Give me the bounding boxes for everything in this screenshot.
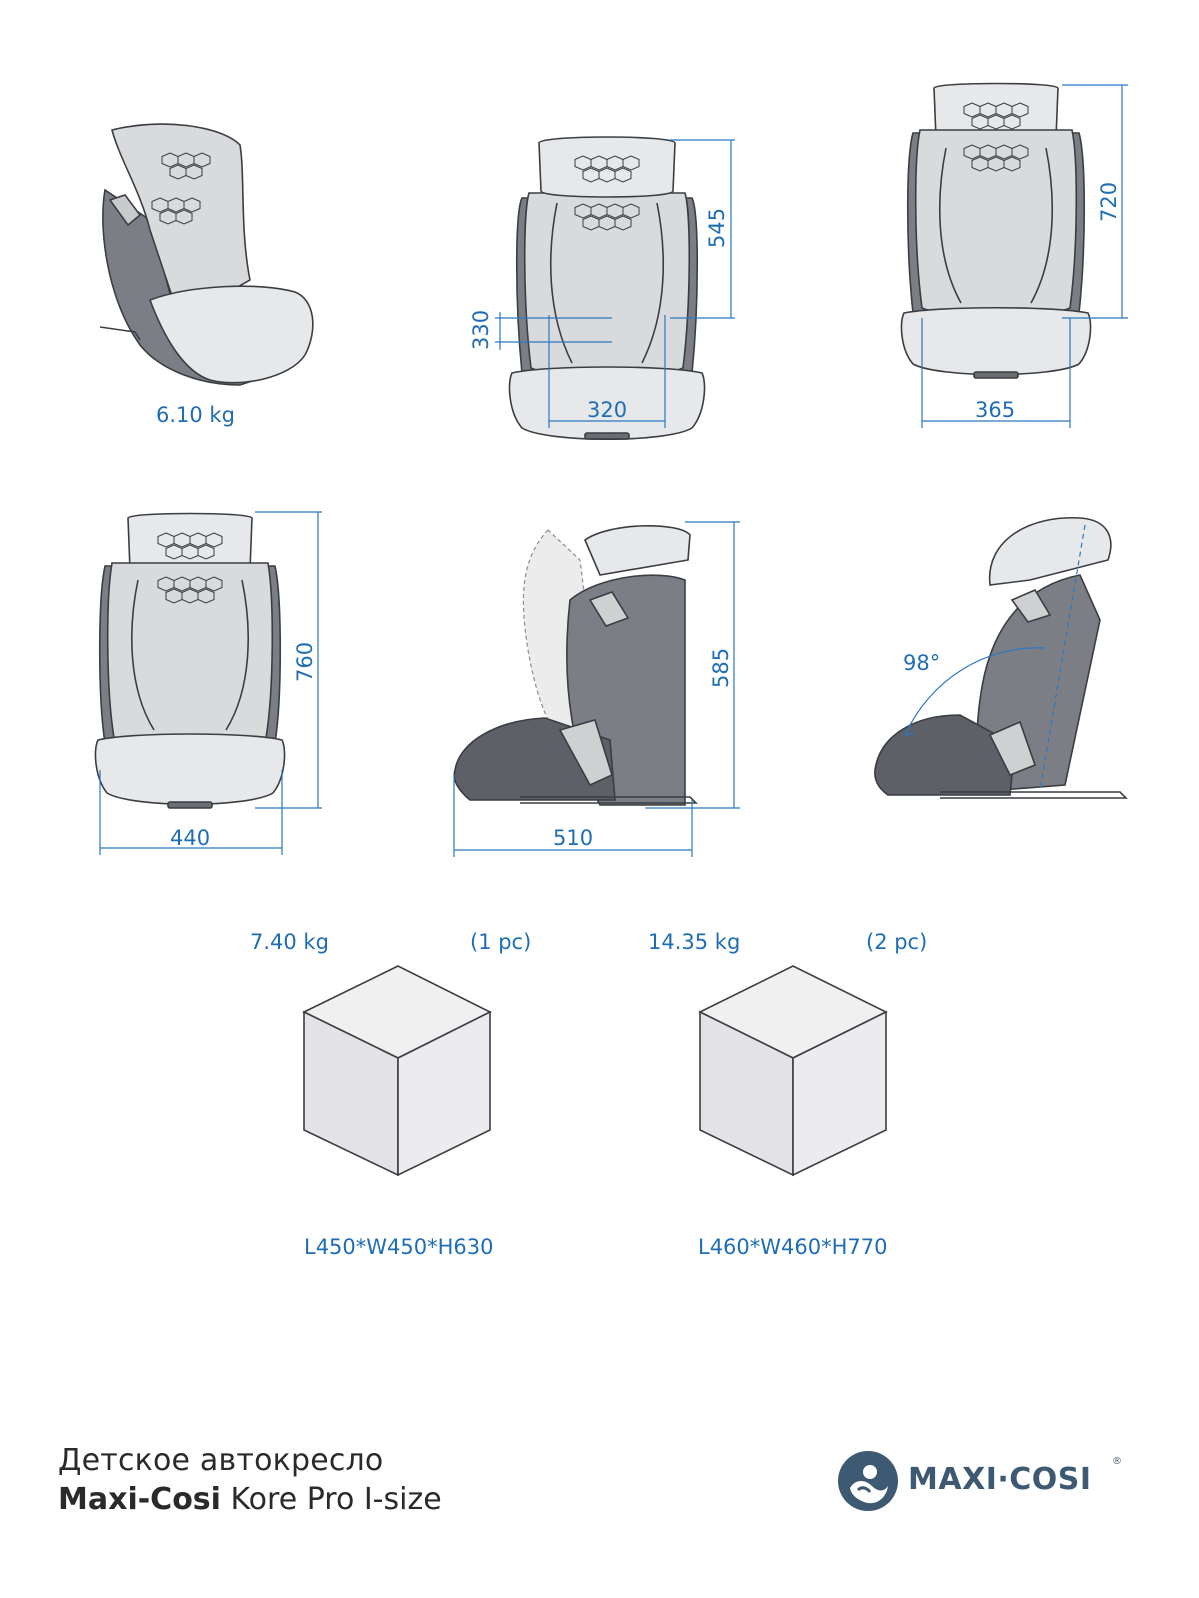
front-total-height-dimension [255, 511, 322, 809]
front-total-width-dimension [99, 770, 283, 855]
package-single-weight: 7.40 kg [250, 930, 329, 954]
front-seat-height-label: 545 [705, 208, 729, 248]
seat-view-recline [874, 517, 1128, 799]
seat-view-front-full [94, 512, 286, 809]
package-single: 7.40 kg (1 pc) L450*W450*H630 [250, 930, 531, 1259]
front-seat-height-dimension [670, 139, 735, 319]
side-height-label: 585 [709, 648, 733, 688]
seat-view-front-raised [900, 82, 1092, 379]
front-seat-width-label: 320 [587, 398, 627, 422]
product-name: Maxi-Cosi Kore Pro I-size [58, 1482, 442, 1517]
package-single-count: (1 pc) [470, 930, 531, 954]
front-total-width-label: 440 [170, 826, 210, 850]
raised-height-dimension [1062, 84, 1128, 319]
front-total-height-label: 760 [293, 642, 317, 682]
maxi-cosi-logo: MAXI·COSI ® [836, 1448, 1126, 1514]
maxi-cosi-logo-text: MAXI·COSI [908, 1462, 1092, 1497]
maxi-cosi-logo-icon [838, 1451, 898, 1511]
product-category: Детское автокресло [58, 1443, 384, 1478]
seat-view-three-quarter [99, 123, 314, 386]
package-double-count: (2 pc) [866, 930, 927, 954]
recline-angle-label: 98° [903, 651, 940, 675]
front-seat-depth-label: 330 [469, 310, 493, 350]
package-single-dimensions: L450*W450*H630 [304, 1235, 494, 1259]
package-double: 14.35 kg (2 pc) L460*W460*H770 [648, 930, 927, 1259]
front-seat-width-dimension [548, 315, 666, 428]
side-depth-dimension [453, 775, 693, 857]
front-seat-depth-dimension [495, 312, 612, 350]
seat-view-front-lowered [508, 136, 706, 441]
seat-weight-label: 6.10 kg [156, 403, 235, 427]
seat-view-side [453, 525, 698, 806]
raised-width-dimension [921, 318, 1071, 428]
package-double-weight: 14.35 kg [648, 930, 740, 954]
side-depth-label: 510 [553, 826, 593, 850]
registered-mark: ® [1112, 1456, 1122, 1467]
package-double-dimensions: L460*W460*H770 [698, 1235, 888, 1259]
product-brand: Maxi-Cosi [58, 1482, 221, 1517]
raised-height-label: 720 [1097, 182, 1121, 222]
product-model: Kore Pro I-size [230, 1482, 442, 1517]
raised-width-label: 365 [975, 398, 1015, 422]
